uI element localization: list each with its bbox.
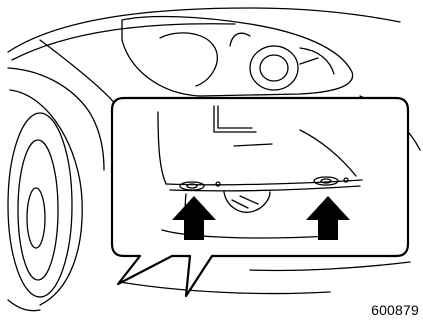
wheel-hub [27,188,45,248]
figure-reference-number: 600879 [371,302,419,318]
hood-line [8,8,400,52]
wheel-arch [8,68,104,170]
headlamp-lens [250,46,298,90]
wheel-inner [18,140,58,280]
headlamp-housing [122,17,353,96]
hood-line-2 [12,24,235,60]
